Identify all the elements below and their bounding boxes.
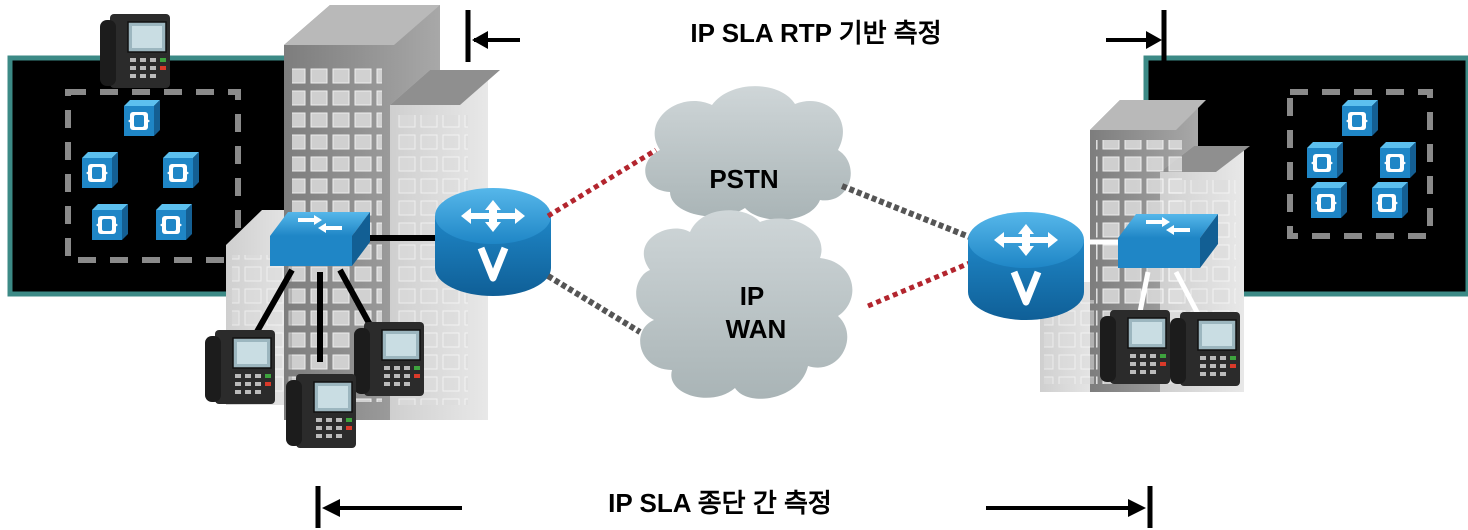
left-cluster-boundary [65,89,241,263]
bottom-measurement: IP SLA 종단 간 측정 [315,486,1153,528]
right-cluster-boundary [1287,89,1433,239]
call-manager-icon [1372,182,1408,218]
call-manager-icon [1342,100,1378,136]
call-manager-icon [1380,142,1416,178]
top-measurement: IP SLA RTP 기반 측정 [465,10,1167,62]
right-switch-icon [1118,214,1218,268]
ip-wan-cloud: IP WAN [636,210,853,399]
call-manager-icon [82,152,118,188]
call-manager-icon [1311,182,1347,218]
bottom-measurement-label: IP SLA 종단 간 측정 [608,488,832,518]
left-switch-icon [270,212,370,266]
call-manager-icon [156,204,192,240]
ip-wan-label-line1: IP [740,281,765,311]
right-router-icon [968,212,1084,320]
pstn-cloud: PSTN [645,86,851,220]
call-manager-icon [1307,142,1343,178]
pstn-label: PSTN [709,164,778,194]
ip-phone-icon [1169,311,1241,387]
ip-phone-icon [204,329,276,405]
pstn-links [546,147,973,309]
ip-phone-icon [285,373,357,449]
right-site [968,55,1468,392]
ip-wan-label-line2: WAN [726,314,787,344]
top-measurement-label: IP SLA RTP 기반 측정 [690,18,941,48]
left-site [7,5,551,449]
ip-phone-icon [353,321,425,397]
ip-phone-icon [1099,309,1171,385]
right-phone-links [1137,270,1201,316]
left-router-icon [435,188,551,296]
ip-phone-icon [99,13,171,89]
wan-links [546,183,974,335]
call-manager-icon [163,152,199,188]
call-manager-icon [92,204,128,240]
call-manager-icon [124,100,160,136]
